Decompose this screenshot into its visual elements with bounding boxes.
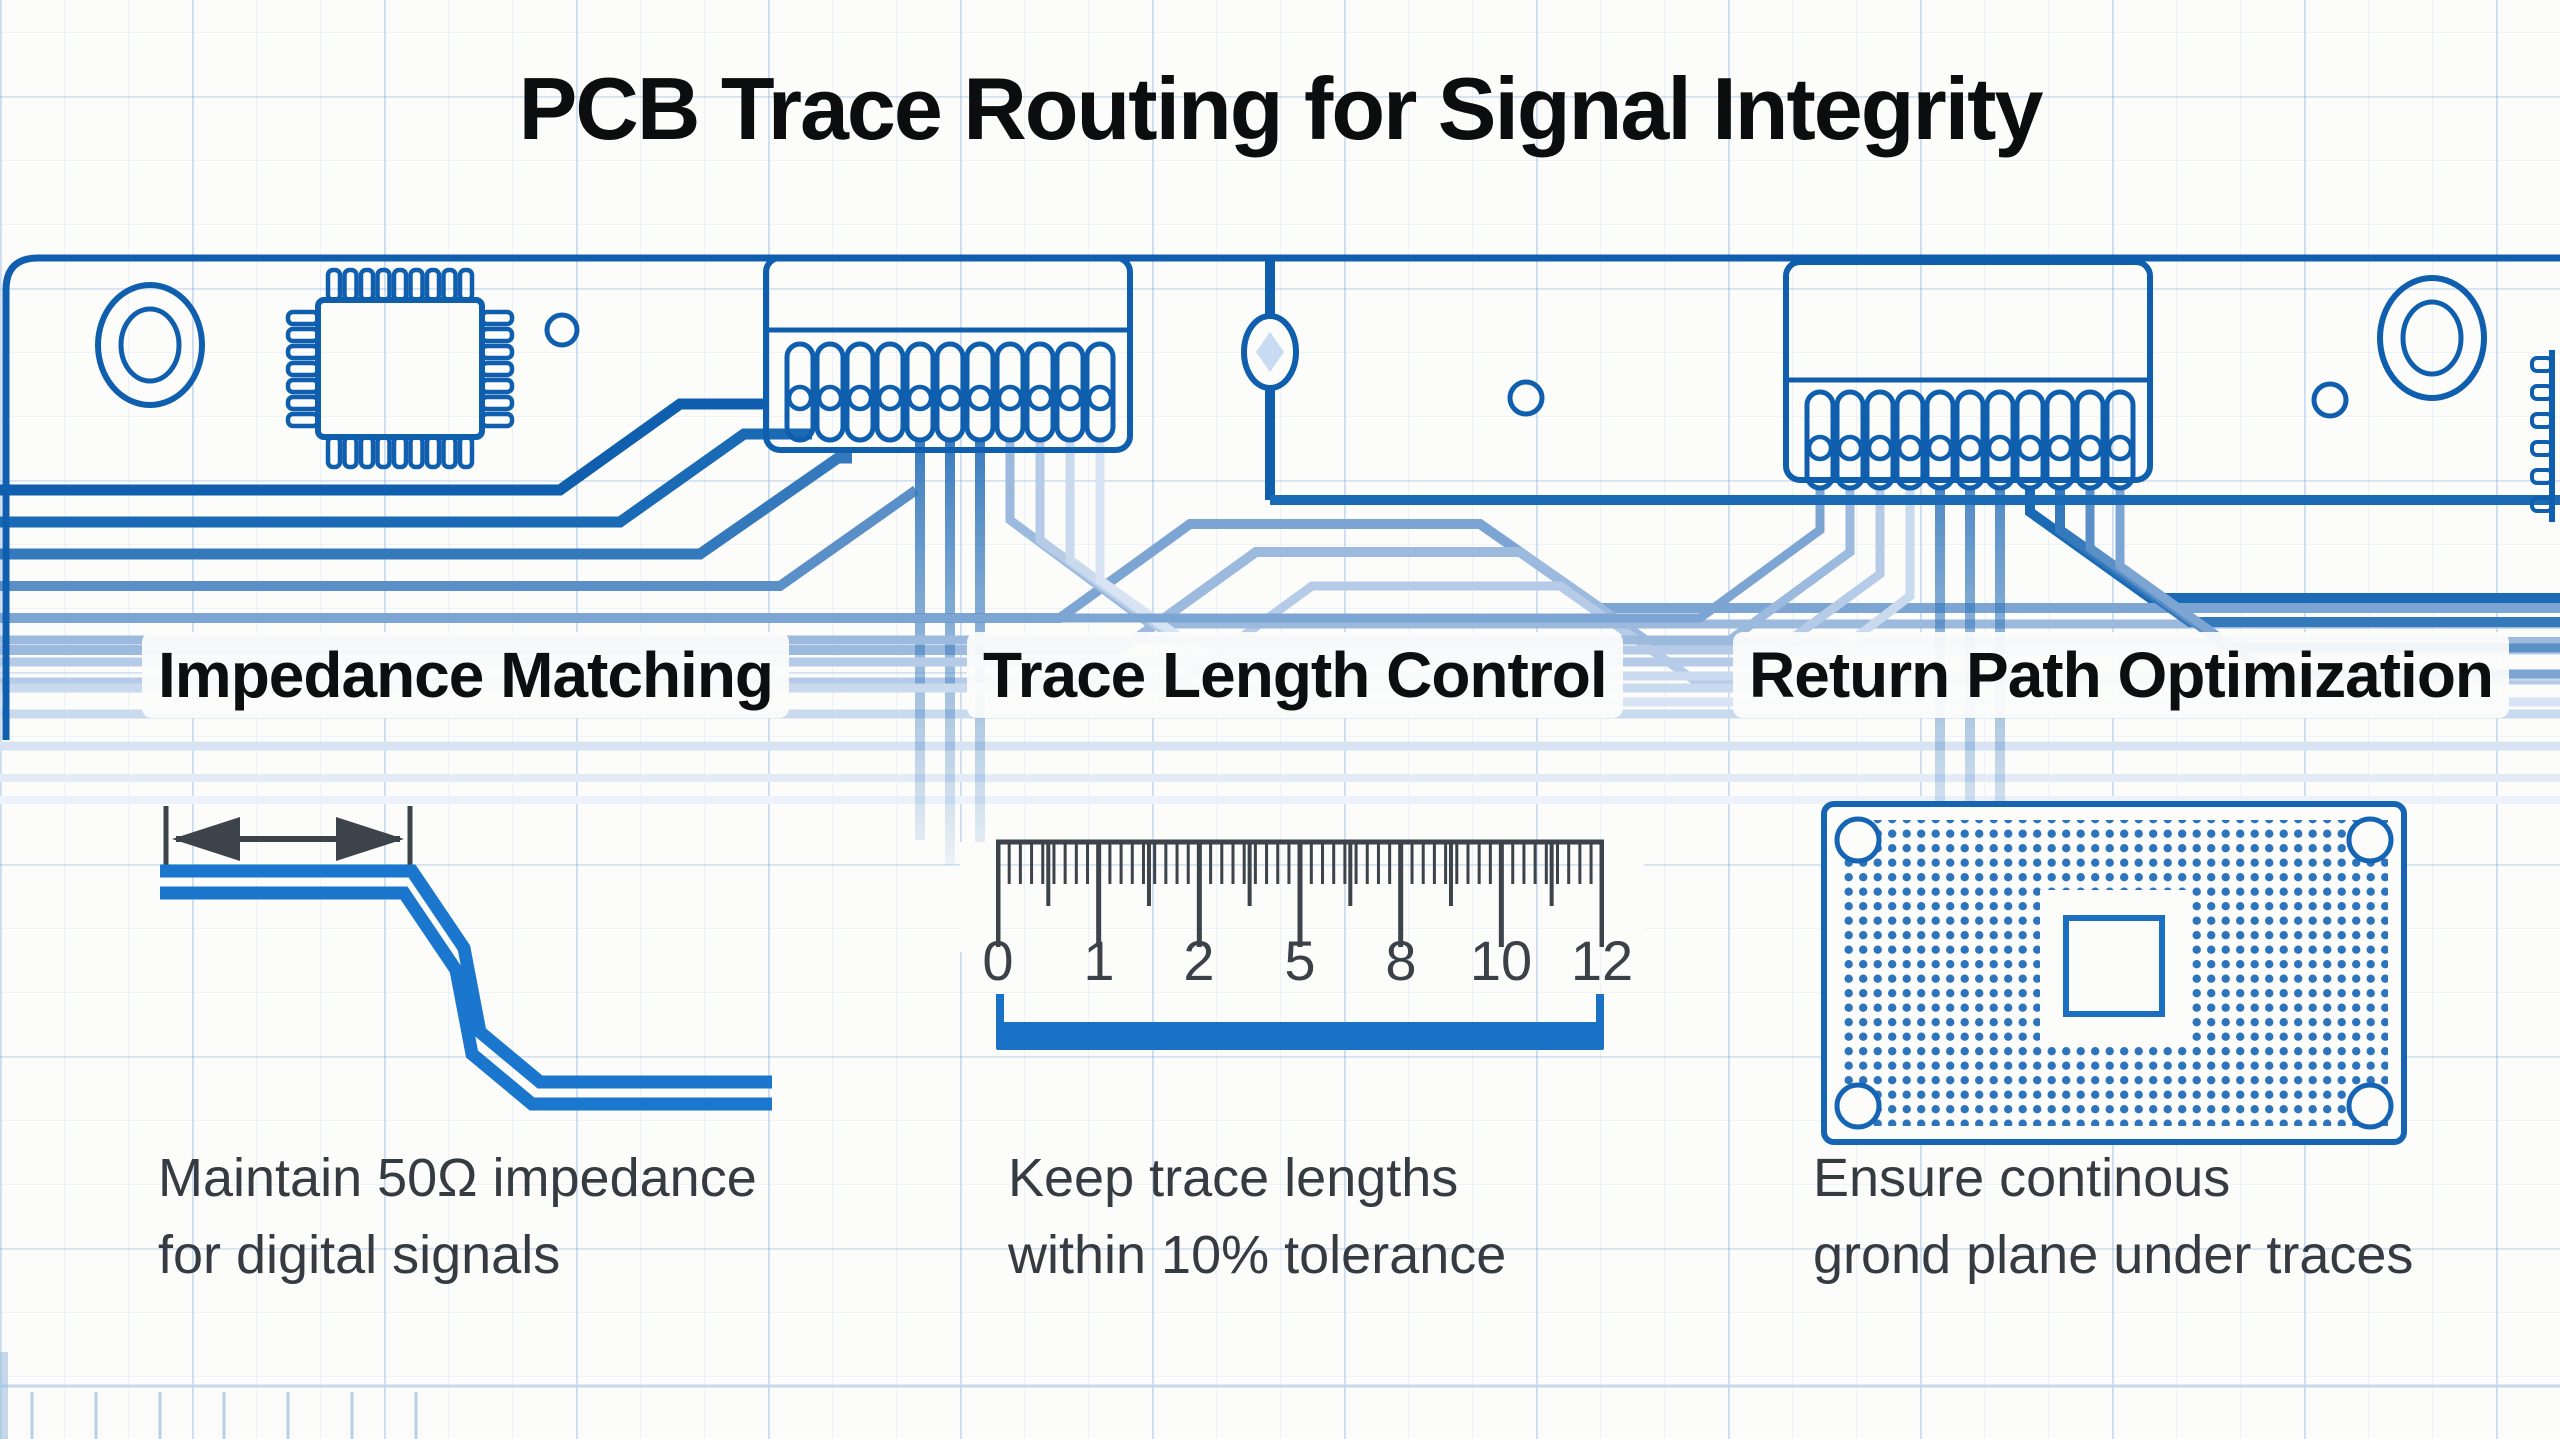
stepped-trace-icon [160, 864, 772, 1111]
ruler-mask-left [960, 842, 996, 952]
description-line: Keep trace lengths [1008, 1148, 1459, 1208]
ground-plane-diagram [1821, 801, 2407, 1145]
section-description-trace-length-control: Keep trace lengths within 10% tolerance [1008, 1140, 1506, 1293]
description-line: Ensure continous [1813, 1148, 2231, 1208]
edge-chip-icon [2530, 350, 2555, 522]
ruler-label-3: 5 [1284, 929, 1316, 992]
section-description-impedance-matching: Maintain 50Ω impedance for digital signa… [158, 1140, 757, 1293]
ruler-diagram [960, 839, 1644, 1050]
ring-pad-icon [95, 282, 205, 408]
section-heading-impedance-matching: Impedance Matching [142, 632, 789, 718]
bottom-board-edge [0, 1352, 2560, 1439]
dimension-arrow-icon [163, 806, 413, 872]
description-line: Maintain 50Ω impedance [158, 1148, 757, 1208]
ruler-label-2: 2 [1183, 929, 1215, 992]
description-line: grond plane under traces [1813, 1224, 2414, 1285]
ruler-label-5: 10 [1469, 929, 1533, 992]
section-heading-return-path-optimization: Return Path Optimization [1733, 632, 2509, 718]
board-outline [2, 254, 2560, 740]
mounting-hole-icons [1834, 816, 2394, 1130]
edge-connector-icon-right [1783, 259, 2153, 491]
edge-connector-icon-left [763, 255, 1133, 453]
section-description-return-path-optimization: Ensure continous grond plane under trace… [1813, 1140, 2413, 1293]
component-pad-square [2063, 915, 2165, 1017]
pcb-board-illustration [2, 254, 2560, 740]
via-icon [1241, 258, 2560, 505]
ruler-label-6: 12 [1570, 929, 1634, 992]
qfp-chip-icon [285, 267, 515, 470]
impedance-trace-diagram [160, 806, 772, 1111]
page-title: PCB Trace Routing for Signal Integrity [518, 59, 2044, 158]
ring-pad-icon-right [2377, 275, 2487, 401]
description-line: within 10% tolerance [1008, 1224, 1507, 1285]
ruler-label-4: 8 [1385, 929, 1417, 992]
ruler-label-0: 0 [982, 929, 1014, 992]
ruler-mask-right [1604, 842, 1644, 952]
section-heading-trace-length-control: Trace Length Control [967, 632, 1623, 718]
ruler-label-1: 1 [1083, 929, 1115, 992]
small-pad-icons [544, 312, 2349, 419]
description-line: for digital signals [158, 1224, 561, 1285]
ruler-length-bar [996, 994, 1604, 1050]
